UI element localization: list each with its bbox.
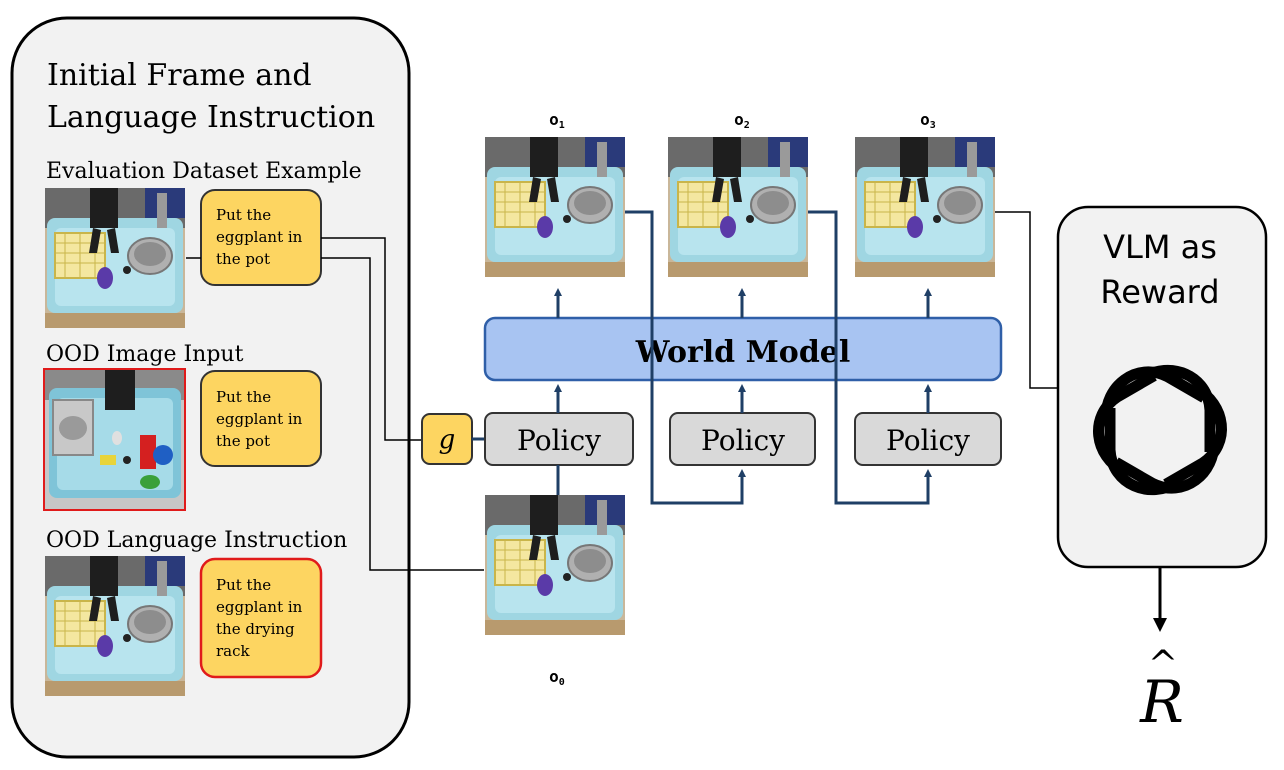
vlm-label-line2: Reward	[1100, 273, 1219, 311]
ood-image-instruction-line1: Put the	[216, 388, 271, 406]
observation-o2-label: o2	[734, 110, 750, 131]
observation-o1-label: o1	[549, 110, 565, 131]
ood-language-initial-frame	[44, 555, 186, 697]
eval-instruction-line1: Put the	[216, 206, 271, 224]
ood-language-instruction-line4: rack	[216, 642, 251, 660]
observation-o2-frame	[667, 136, 809, 278]
ood-image-frame	[44, 369, 186, 511]
eval-instruction-line3: the pot	[216, 250, 270, 268]
ood-image-instruction-line3: the pot	[216, 432, 270, 450]
observation-o0-label: o0	[549, 667, 565, 688]
reward-hat: ^	[1148, 644, 1178, 685]
openai-logo-icon	[1093, 364, 1227, 496]
panel-title-line1: Initial Frame and	[47, 58, 312, 93]
ood-language-instruction-line1: Put the	[216, 576, 271, 594]
section-heading-eval: Evaluation Dataset Example	[46, 159, 362, 184]
eval-instruction-line2: eggplant in	[216, 228, 303, 246]
ood-image-instruction-line2: eggplant in	[216, 410, 303, 428]
observation-o3-label: o3	[920, 110, 936, 131]
input-connectors	[186, 237, 484, 571]
policy-label-2: Policy	[701, 424, 785, 457]
eval-initial-frame	[44, 187, 186, 329]
vlm-reward-box	[1056, 205, 1268, 569]
section-heading-ood-image: OOD Image Input	[46, 342, 244, 367]
ood-language-instruction-box	[199, 557, 323, 679]
policy-label-3: Policy	[886, 424, 970, 457]
ood-image-instruction-box	[200, 370, 322, 467]
observation-o1-frame	[484, 136, 626, 278]
ood-language-instruction-line2: eggplant in	[216, 598, 303, 616]
world-model-label: World Model	[635, 335, 851, 370]
observation-o0-frame	[484, 494, 626, 636]
policy-label-1: Policy	[517, 424, 601, 457]
goal-symbol: g	[439, 425, 456, 455]
ood-language-instruction-line3: the drying	[216, 620, 295, 638]
ood-image-border	[43, 368, 186, 511]
observation-o3-frame	[854, 136, 996, 278]
reward-symbol: R	[1139, 668, 1184, 736]
o3-to-vlm-connector	[995, 211, 1058, 389]
panel-title-line2: Language Instruction	[47, 100, 375, 135]
dataflow-arrows	[554, 210, 932, 505]
section-heading-ood-language: OOD Language Instruction	[46, 528, 347, 553]
vlm-label-line1: VLM as	[1103, 228, 1217, 266]
